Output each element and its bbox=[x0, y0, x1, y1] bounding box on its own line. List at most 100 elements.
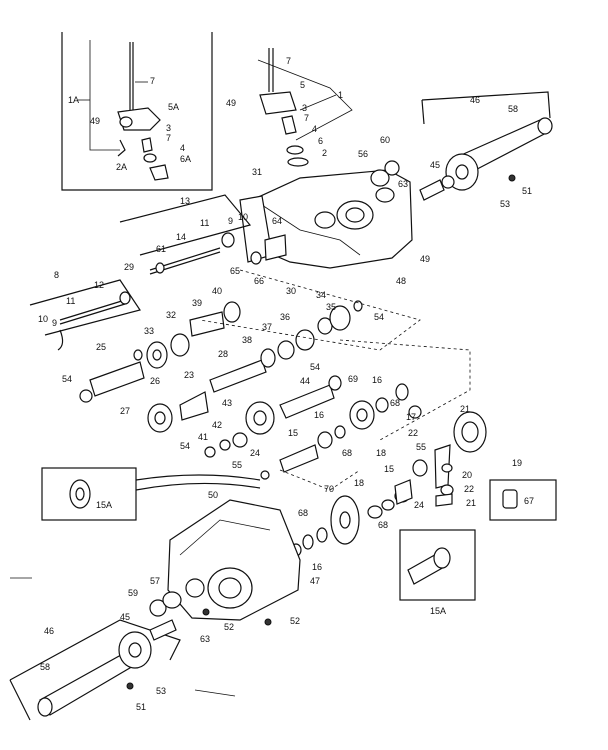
label-58: 58 bbox=[40, 662, 50, 672]
label-30: 30 bbox=[286, 286, 296, 296]
label-39: 39 bbox=[192, 298, 202, 308]
label-15: 15 bbox=[384, 464, 394, 474]
label-34: 34 bbox=[316, 290, 326, 300]
label-40: 40 bbox=[212, 286, 222, 296]
label-43: 43 bbox=[222, 398, 232, 408]
label-70: 70 bbox=[324, 484, 334, 494]
shift-shaft-group bbox=[119, 194, 287, 275]
label-63: 63 bbox=[200, 634, 210, 644]
label-3: 3 bbox=[166, 123, 171, 133]
label-66: 66 bbox=[254, 276, 264, 286]
label-68: 68 bbox=[298, 508, 308, 518]
label-5: 5 bbox=[300, 80, 305, 90]
label-10: 10 bbox=[238, 212, 248, 222]
label-11: 11 bbox=[66, 296, 75, 306]
label-18: 18 bbox=[376, 448, 386, 458]
alignment-lines bbox=[199, 269, 471, 491]
label-24: 24 bbox=[250, 448, 260, 458]
upper-case-housing bbox=[239, 169, 413, 269]
label-65: 65 bbox=[230, 266, 240, 276]
label-4: 4 bbox=[180, 143, 185, 153]
label-44: 44 bbox=[300, 376, 310, 386]
label-64: 64 bbox=[272, 216, 282, 226]
label-7: 7 bbox=[304, 113, 309, 123]
label-61: 61 bbox=[156, 244, 166, 254]
label-24: 24 bbox=[414, 500, 424, 510]
label-1a: 1A bbox=[68, 95, 79, 105]
label-49: 49 bbox=[90, 116, 100, 126]
label-8: 8 bbox=[54, 270, 59, 280]
label-1: 1 bbox=[338, 90, 343, 100]
label-17: 17 bbox=[406, 412, 416, 422]
label-6a: 6A bbox=[180, 154, 191, 164]
label-36: 36 bbox=[280, 312, 290, 322]
lower-case-housing bbox=[167, 499, 301, 621]
label-31: 31 bbox=[252, 167, 262, 177]
label-15a: 15A bbox=[96, 500, 112, 510]
label-14: 14 bbox=[176, 232, 186, 242]
label-56: 56 bbox=[358, 149, 368, 159]
label-49: 49 bbox=[226, 98, 236, 108]
label-46: 46 bbox=[470, 95, 480, 105]
label-15: 15 bbox=[288, 428, 298, 438]
label-68: 68 bbox=[342, 448, 352, 458]
label-10: 10 bbox=[38, 314, 48, 324]
label-54: 54 bbox=[62, 374, 72, 384]
label-35: 35 bbox=[326, 302, 336, 312]
label-9: 9 bbox=[228, 216, 233, 226]
label-38: 38 bbox=[242, 335, 252, 345]
label-9: 9 bbox=[52, 318, 57, 328]
inset-15a-right bbox=[399, 529, 476, 601]
label-16: 16 bbox=[312, 562, 322, 572]
label-55: 55 bbox=[232, 460, 242, 470]
label-57: 57 bbox=[150, 576, 160, 586]
label-53: 53 bbox=[156, 686, 166, 696]
label-23: 23 bbox=[184, 370, 194, 380]
label-29: 29 bbox=[124, 262, 134, 272]
label-53: 53 bbox=[500, 199, 510, 209]
label-6: 6 bbox=[318, 136, 323, 146]
label-54: 54 bbox=[180, 441, 190, 451]
label-5a: 5A bbox=[168, 102, 179, 112]
part-labels: 1A 7 5A 49 3 7 4 2A 6A 5 7 1 49 3 7 4 6 … bbox=[38, 56, 534, 712]
label-11: 11 bbox=[200, 218, 209, 228]
label-51: 51 bbox=[522, 186, 532, 196]
label-41: 41 bbox=[198, 432, 208, 442]
label-42: 42 bbox=[212, 420, 222, 430]
label-32: 32 bbox=[166, 310, 176, 320]
label-63: 63 bbox=[398, 179, 408, 189]
label-55: 55 bbox=[416, 442, 426, 452]
label-54: 54 bbox=[374, 312, 384, 322]
label-28: 28 bbox=[218, 349, 228, 359]
label-67: 67 bbox=[524, 496, 534, 506]
label-59: 59 bbox=[128, 588, 138, 598]
inset-15a-left bbox=[41, 467, 261, 521]
label-15a: 15A bbox=[430, 606, 446, 616]
label-21: 21 bbox=[460, 404, 470, 414]
label-51: 51 bbox=[136, 702, 146, 712]
label-19: 19 bbox=[512, 458, 522, 468]
label-25: 25 bbox=[96, 342, 106, 352]
label-52: 52 bbox=[224, 622, 234, 632]
label-45: 45 bbox=[430, 160, 440, 170]
inset-shift-lever bbox=[89, 40, 169, 181]
label-21: 21 bbox=[466, 498, 476, 508]
label-7: 7 bbox=[286, 56, 291, 66]
label-50: 50 bbox=[208, 490, 218, 500]
label-37: 37 bbox=[262, 322, 272, 332]
label-45: 45 bbox=[120, 612, 130, 622]
label-46: 46 bbox=[44, 626, 54, 636]
label-13: 13 bbox=[180, 196, 190, 206]
shift-lever-assembly bbox=[257, 48, 353, 167]
lower-axle-left bbox=[9, 591, 272, 721]
label-18: 18 bbox=[354, 478, 364, 488]
label-12: 12 bbox=[94, 280, 104, 290]
label-3: 3 bbox=[302, 103, 307, 113]
label-7: 7 bbox=[166, 133, 171, 143]
label-2: 2 bbox=[322, 148, 327, 158]
label-16: 16 bbox=[314, 410, 324, 420]
label-26: 26 bbox=[150, 376, 160, 386]
label-69: 69 bbox=[348, 374, 358, 384]
inset-67 bbox=[489, 479, 557, 521]
label-22: 22 bbox=[464, 484, 474, 494]
